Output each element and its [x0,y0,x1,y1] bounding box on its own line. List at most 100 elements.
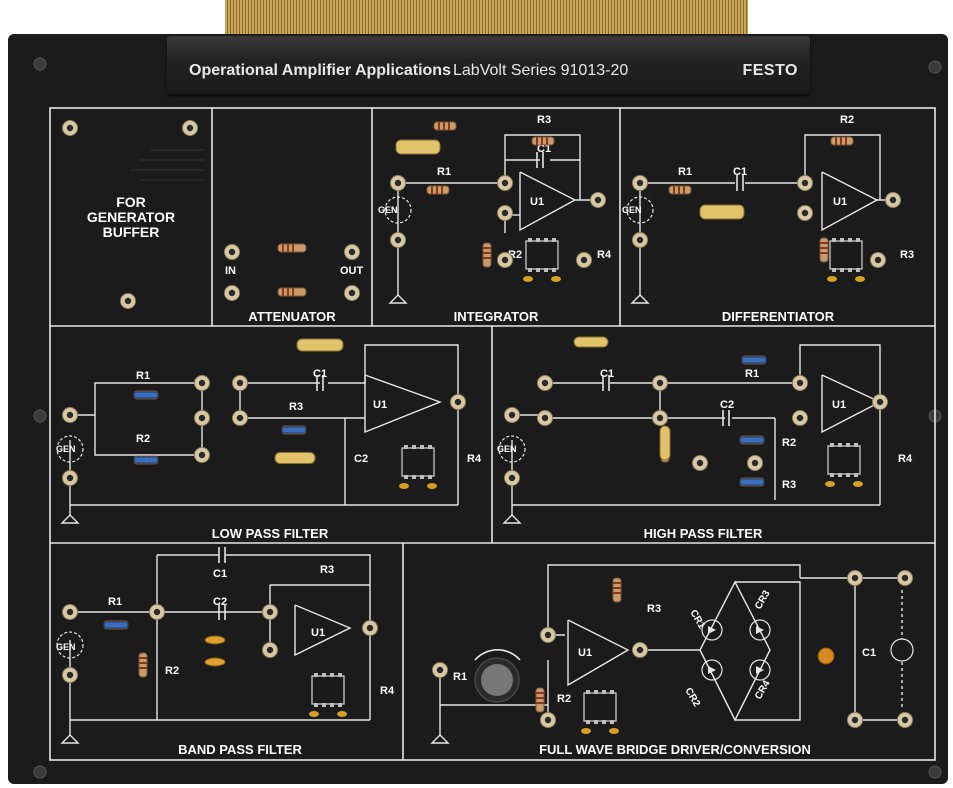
resistor-blue [739,478,765,486]
banana-jack [62,120,78,136]
banana-jack [504,407,520,423]
generator-symbol [498,435,526,463]
resistor-blue [133,456,159,464]
circuit-board [8,34,948,784]
banana-jack [344,285,360,301]
component-label: U1 [373,399,387,411]
capacitor-symbol [722,410,730,426]
ic-chip [581,690,619,734]
component-label: C2 [720,399,734,411]
banana-jack [344,244,360,260]
component-label: R2 [557,693,571,705]
buffer-title-line: FOR [116,194,146,210]
banana-jack [590,192,606,208]
buffer-title-line: GENERATOR [87,209,175,225]
resistor [612,577,622,603]
band-pass-title: BAND PASS FILTER [178,742,302,757]
diode [749,619,771,641]
banana-jack [62,470,78,486]
banana-jack [194,375,210,391]
resistor [138,652,148,678]
ceramic-capacitor [204,635,226,645]
banana-jack [390,175,406,191]
component-label: U1 [578,647,592,659]
low-pass-title: LOW PASS FILTER [212,526,329,541]
brand-logo: FESTO [742,62,798,79]
ic-chip [827,238,865,282]
diode [749,659,771,681]
diode [701,659,723,681]
mounting-screw [33,765,47,779]
mounting-screw [928,765,942,779]
component-label: R3 [782,479,796,491]
banana-jack [224,244,240,260]
component-label: R2 [782,437,796,449]
component-label: R4 [380,685,395,697]
banana-jack [632,175,648,191]
resistor-blue [281,426,307,434]
banana-jack [847,712,863,728]
differentiator-title: DIFFERENTIATOR [722,309,835,324]
resistor-blue [741,356,767,364]
buffer-title-line: BUFFER [103,224,160,240]
mounting-screw [33,409,47,423]
resistor [433,121,457,131]
resistor [819,237,829,263]
high-pass-title: HIGH PASS FILTER [644,526,763,541]
banana-jack [232,410,248,426]
component-label: R3 [900,249,914,261]
ic-chip [309,673,347,717]
film-capacitor [395,139,441,155]
gen-label: GEN [56,444,76,454]
component-label: C1 [213,568,227,580]
component-label: R4 [597,249,612,261]
attenuator-title: ATTENUATOR [248,309,336,324]
banana-jack [62,667,78,683]
ic-chip [523,238,561,282]
film-capacitor [699,204,745,220]
component-label: U1 [832,399,846,411]
mounting-screw [928,60,942,74]
component-label: C1 [733,166,747,178]
module-series: LabVolt Series 91013-20 [453,62,629,79]
banana-jack [432,662,448,678]
gen-label: GEN [56,642,76,652]
component-label: U1 [530,196,544,208]
band-pass-panel [60,554,371,744]
integrator-title: INTEGRATOR [454,309,539,324]
film-capacitor [296,338,344,352]
resistor [668,185,692,195]
resistor [531,136,555,146]
banana-jack [362,620,378,636]
full-wave-title: FULL WAVE BRIDGE DRIVER/CONVERSION [539,742,811,757]
banana-jack [897,570,913,586]
component-label: R3 [537,114,551,126]
capacitor-symbol [602,375,610,391]
capacitor-symbol [316,375,324,391]
banana-jack [747,455,763,471]
capacitor-symbol [736,175,744,191]
banana-jack [390,232,406,248]
banana-jack [540,712,556,728]
component-label: R2 [165,665,179,677]
electrolytic-capacitor [817,647,835,665]
out-label: OUT [340,265,364,277]
component-label: CR2 [682,686,702,709]
component-label: C1 [313,368,327,380]
module-title: Operational Amplifier Applications [189,62,451,79]
gen-label: GEN [622,205,642,215]
capacitor-symbol [218,604,226,620]
banana-jack [262,642,278,658]
resistor-blue [103,621,129,629]
capacitor-symbol [536,152,544,168]
component-label: C1 [862,647,876,659]
banana-jack [652,375,668,391]
banana-jack [792,375,808,391]
meter-symbol [890,638,914,662]
banana-jack [497,175,513,191]
ic-chip [825,443,863,487]
component-label: R2 [840,114,854,126]
component-label: R4 [467,453,482,465]
generator-symbol [56,631,84,659]
attenuator-panel: IN OUT ATTENUATOR [225,265,364,324]
